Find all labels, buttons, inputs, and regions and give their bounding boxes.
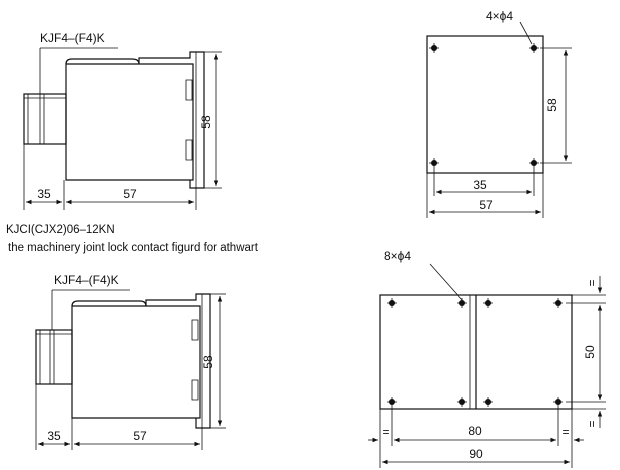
mounting-plate-top [426,35,544,174]
side-view-top [23,47,222,210]
gap-mark-top-right: = [585,279,599,286]
dim-body-width-bottom: 57 [133,429,147,443]
hole-plan-top [426,21,572,218]
hole-plan-bottom [368,263,606,468]
side-view-bottom [35,289,226,450]
dim-inner-width-top: 35 [473,178,487,192]
mounting-hole [429,158,439,168]
dim-outer-width-top: 57 [479,198,493,212]
mounting-hole [529,43,539,53]
dim-left-width-bottom: 35 [47,429,61,443]
mounting-hole [457,397,467,407]
dim-height-top-right: 58 [545,98,559,112]
dim-height-bottom-left: 58 [201,355,215,369]
description-caption: the machinery joint lock contact figurd … [8,242,258,254]
mounting-hole [429,43,439,53]
dim-height-bottom-right: 50 [583,345,597,359]
model-label-top: KJF4–(F4)K [40,31,105,45]
dim-height-top-left: 58 [199,115,213,129]
mounting-hole [387,298,397,308]
gap-mark-bottom-right: = [585,420,599,427]
dim-body-width-top: 57 [123,187,137,201]
model-label-bottom: KJF4–(F4)K [54,273,119,287]
contactor-body [71,305,201,419]
hole-label-top: 4×ϕ4 [486,9,513,23]
model-caption: KJCI(CJX2)06–12KN [6,224,115,236]
gap-mark-right: = [562,425,569,439]
mounting-hole [553,298,563,308]
mounting-hole [483,397,493,407]
dim-inner-width-bottom: 80 [468,424,482,438]
mounting-hole [553,397,563,407]
gap-mark-left: = [382,425,389,439]
dim-outer-width-bottom: 90 [469,447,483,461]
mounting-hole [387,397,397,407]
dim-left-width-top: 35 [37,187,51,201]
contactor-body [65,63,194,181]
mounting-hole [483,298,493,308]
accessory-block [23,93,67,145]
hole-label-bottom: 8×ϕ4 [384,249,411,263]
mounting-hole [529,158,539,168]
